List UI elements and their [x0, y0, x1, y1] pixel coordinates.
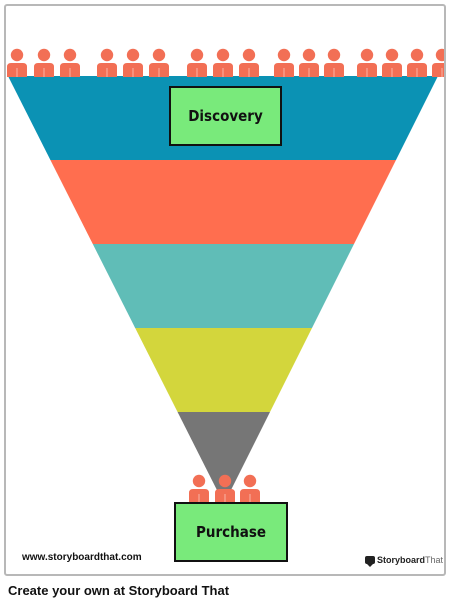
speech-bubble-icon [365, 556, 375, 567]
funnel-stages [8, 76, 438, 504]
storyboardthat-logo: Storyboard That [365, 555, 444, 567]
person-icon [324, 48, 344, 77]
person-icon [407, 48, 427, 77]
person-icon [240, 474, 260, 503]
purchase-box: Purchase [174, 502, 288, 562]
person-icon [213, 48, 233, 77]
create-your-own-link[interactable]: Create your own at Storyboard That [8, 583, 230, 598]
person-icon [357, 48, 377, 77]
person-icon [34, 48, 54, 77]
person-icon [189, 474, 209, 503]
storyboard-card: Discovery Purchase www.storyboardthat.co… [4, 4, 446, 576]
funnel-stage-2 [50, 160, 397, 244]
person-icon [215, 474, 235, 503]
person-icon [274, 48, 294, 77]
top-crowd [7, 48, 444, 77]
funnel-diagram [7, 48, 444, 504]
person-icon [239, 48, 259, 77]
funnel-stage-3 [92, 244, 355, 328]
funnel-stage-5 [177, 412, 270, 504]
person-icon [60, 48, 80, 77]
person-icon [149, 48, 169, 77]
logo-text-bold: Storyboard [377, 555, 426, 565]
person-icon [97, 48, 117, 77]
bottom-crowd [189, 474, 260, 503]
person-icon [432, 48, 444, 77]
person-icon [187, 48, 207, 77]
logo-text-light: That [425, 555, 444, 565]
person-icon [123, 48, 143, 77]
funnel-stage-4 [135, 328, 312, 412]
person-icon [299, 48, 319, 77]
website-url: www.storyboardthat.com [22, 552, 142, 563]
purchase-label: Purchase [195, 523, 267, 541]
discovery-box: Discovery [169, 86, 282, 146]
person-icon [7, 48, 27, 77]
person-icon [382, 48, 402, 77]
discovery-label: Discovery [188, 107, 263, 125]
